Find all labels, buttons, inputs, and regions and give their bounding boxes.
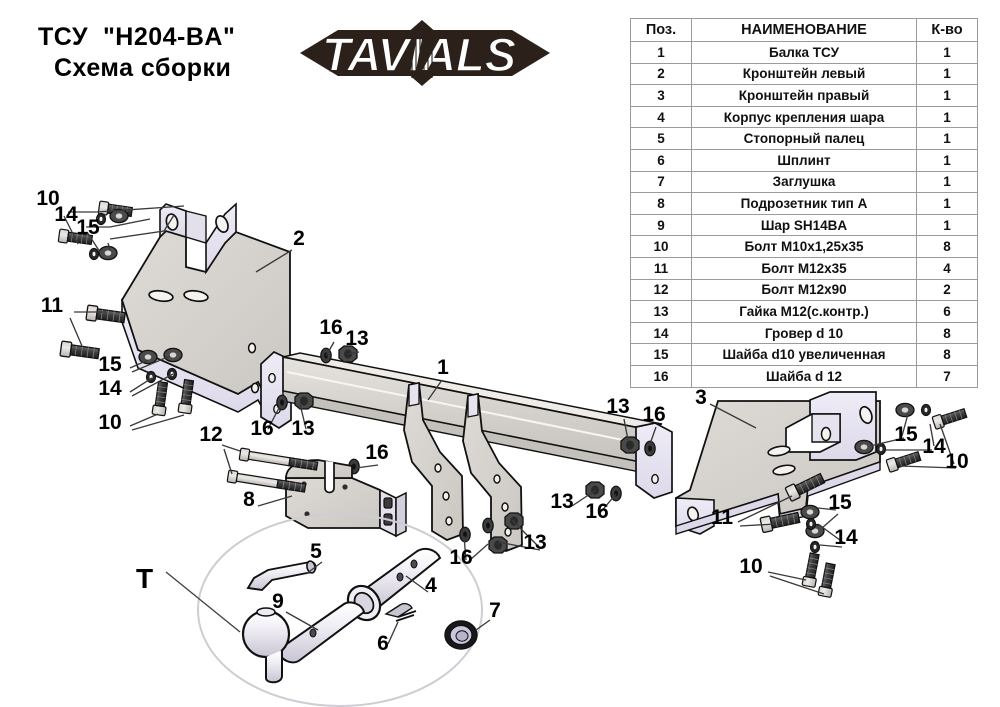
- callout-16: 16: [365, 441, 388, 464]
- part-1-main-beam: [260, 350, 673, 552]
- logo-icon: TAVIALS: [300, 20, 550, 86]
- cell-position: 7: [630, 170, 692, 194]
- table-header-row: Поз. НАИМЕНОВАНИЕ К-во: [630, 18, 978, 42]
- callout-16: 16: [642, 403, 665, 426]
- part-2-left-bracket: [121, 202, 291, 419]
- cell-quantity: 1: [916, 148, 978, 172]
- cell-name: Гайка М12(с.контр.): [691, 300, 917, 323]
- callout-16: 16: [250, 417, 273, 440]
- part-6-cotter-pin: [384, 602, 417, 622]
- callout-14: 14: [54, 203, 78, 226]
- callout-3: 3: [695, 386, 707, 409]
- part-9-tow-ball: [241, 601, 366, 684]
- part-3-right-bracket: [675, 391, 881, 535]
- title-line-subtitle: Схема сборки: [54, 54, 232, 82]
- callout-13: 13: [291, 417, 314, 440]
- th-position: Поз.: [630, 18, 692, 42]
- cell-quantity: 1: [916, 127, 978, 150]
- callout-14: 14: [834, 526, 858, 549]
- callout-13: 13: [606, 395, 629, 418]
- page-title: ТСУ "H204-BA" Схема сборки: [38, 22, 318, 84]
- title-line-model: ТСУ "H204-BA": [38, 23, 236, 51]
- callout-leader-lines: [63, 205, 957, 645]
- callout-16: 16: [449, 546, 472, 569]
- cell-name: Шайба d 12: [691, 364, 917, 388]
- th-quantity: К-во: [916, 18, 978, 42]
- callout-14: 14: [922, 435, 946, 458]
- cell-position: 16: [630, 364, 692, 388]
- towbar-ball-assembly: [241, 547, 442, 684]
- cell-quantity: 1: [916, 213, 978, 237]
- callout-14: 14: [98, 377, 122, 400]
- cell-name: Балка ТСУ: [691, 41, 917, 64]
- detail-view-circle: [197, 513, 483, 707]
- cell-name: Болт М12х90: [691, 278, 917, 302]
- callout-10: 10: [98, 411, 121, 434]
- part-8-socket-bracket: [285, 459, 407, 538]
- callout-15: 15: [894, 423, 918, 446]
- detail-view-leader: [165, 571, 241, 633]
- cell-name: Заглушка: [691, 170, 917, 194]
- cell-position: 9: [630, 213, 692, 237]
- callout-11: 11: [711, 506, 734, 529]
- cell-position: 6: [630, 148, 692, 172]
- cell-quantity: 7: [916, 364, 978, 388]
- cell-position: 5: [630, 127, 692, 150]
- callout-15: 15: [828, 491, 852, 514]
- brand-logo: TAVIALS: [300, 18, 550, 88]
- callout-12: 12: [199, 423, 222, 446]
- part-7-plug-cap: [444, 620, 478, 650]
- callout-9: 9: [272, 590, 284, 613]
- callout-16: 16: [319, 316, 342, 339]
- detail-view-label: T: [136, 563, 153, 594]
- th-name: НАИМЕНОВАНИЕ: [691, 18, 917, 42]
- callout-5: 5: [310, 540, 322, 563]
- callout-13: 13: [345, 327, 368, 350]
- callout-4: 4: [425, 574, 437, 597]
- callout-13: 13: [523, 531, 546, 554]
- callout-2: 2: [293, 227, 305, 250]
- callout-10: 10: [36, 187, 59, 210]
- callout-15: 15: [98, 353, 122, 376]
- callout-8: 8: [243, 488, 255, 511]
- logo-wordmark: TAVIALS: [322, 28, 516, 81]
- callout-11: 11: [41, 294, 64, 317]
- cell-quantity: 1: [916, 192, 978, 215]
- part-5-locking-pin: [246, 560, 317, 592]
- callout-10: 10: [945, 450, 968, 473]
- callout-6: 6: [377, 632, 389, 655]
- callout-10: 10: [739, 555, 762, 578]
- callout-7: 7: [489, 599, 501, 622]
- cell-quantity: 1: [916, 170, 978, 194]
- cell-name: Шар SH14BA: [691, 213, 917, 237]
- cell-name: Шплинт: [691, 148, 917, 172]
- callout-15: 15: [76, 216, 100, 239]
- cell-name: Кронштейн правый: [691, 84, 917, 107]
- callout-16: 16: [585, 500, 608, 523]
- callout-1: 1: [437, 356, 449, 379]
- callout-13: 13: [550, 490, 573, 513]
- cell-name: Стопорный палец: [691, 127, 917, 150]
